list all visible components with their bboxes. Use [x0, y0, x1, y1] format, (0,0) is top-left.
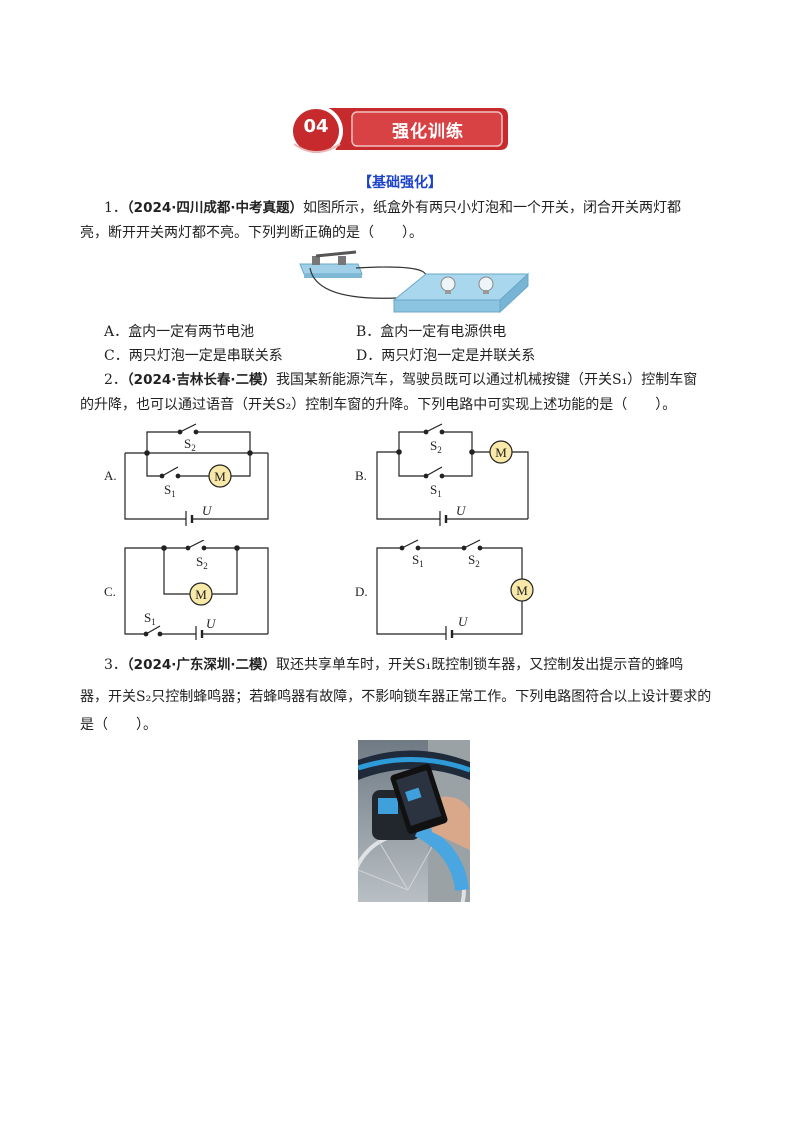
- circuit-a-motor-label: M: [214, 469, 226, 484]
- q1-source: （2024·四川成都·中考真题）: [126, 200, 304, 216]
- svg-text:S2: S2: [184, 436, 196, 453]
- circuit-d-s1-sub: 1: [419, 559, 424, 569]
- svg-text:S2: S2: [430, 438, 442, 455]
- q3-line1: 3．（2024·广东深圳·二模）取还共享单车时，开关S₁既控制锁车器，又控制发出…: [104, 654, 683, 676]
- bike-lock-photo: [358, 740, 470, 902]
- q3-number: 3．: [104, 657, 127, 673]
- q2-text1: 我国某新能源汽车，驾驶员既可以通过机械按键（开关S₁）控制车窗: [276, 372, 698, 388]
- circuit-d-motor-label: M: [516, 583, 528, 598]
- q1-option-c[interactable]: C．两只灯泡一定是串联关系: [104, 348, 283, 364]
- q1-option-a[interactable]: A．盒内一定有两节电池: [104, 324, 255, 340]
- circuit-d[interactable]: M S1 S2 U: [372, 536, 537, 640]
- circuit-b-s1: S: [430, 482, 437, 497]
- circuit-c-motor-label: M: [195, 587, 207, 602]
- banner-graphic: [289, 105, 508, 157]
- section-heading: 【基础强化】: [358, 175, 442, 191]
- circuit-d-s1: S: [412, 552, 419, 567]
- q1-number: 1．: [104, 200, 127, 216]
- circuit-d-voltage: U: [458, 614, 469, 629]
- banner-title: 强化训练: [392, 122, 464, 142]
- circuit-c-s2: S: [196, 554, 203, 569]
- circuit-c-s1: S: [144, 610, 151, 625]
- q1-line1: 1．（2024·四川成都·中考真题）如图所示，纸盒外有两只小灯泡和一个开关，闭合…: [104, 197, 681, 219]
- q3-source: （2024·广东深圳·二模）: [126, 657, 277, 673]
- section-banner: 04 强化训练: [286, 104, 510, 160]
- q1-figure: [296, 246, 532, 316]
- q2-line1: 2．（2024·吉林长春·二模）我国某新能源汽车，驾驶员既可以通过机械按键（开关…: [104, 369, 697, 391]
- q2-line2: 的升降，也可以通过语音（开关S₂）控制车窗的升降。下列电路中可实现上述功能的是（…: [80, 397, 677, 413]
- circuit-d-s2: S: [468, 552, 475, 567]
- q2-option-d-label[interactable]: D.: [355, 584, 368, 599]
- circuit-a-voltage: U: [202, 503, 213, 518]
- svg-text:S1: S1: [144, 610, 156, 627]
- q3-line3: 是（ ）。: [80, 717, 157, 733]
- q1-line2: 亮，断开开关两灯都不亮。下列判断正确的是（ ）。: [80, 225, 423, 241]
- q2-source: （2024·吉林长春·二模）: [126, 372, 277, 388]
- q1-option-b[interactable]: B．盒内一定有电源供电: [356, 324, 507, 340]
- q2-option-b-label[interactable]: B.: [355, 468, 367, 483]
- q3-line2: 器，开关S₂只控制蜂鸣器；若蜂鸣器有故障，不影响锁车器正常工作。下列电路图符合以…: [80, 689, 712, 705]
- circuit-b-s2-sub: 2: [437, 445, 442, 455]
- q3-text1: 取还共享单车时，开关S₁既控制锁车器，又控制发出提示音的蜂鸣: [276, 657, 684, 673]
- circuit-c-s2-sub: 2: [203, 561, 208, 571]
- svg-text:S1: S1: [412, 552, 424, 569]
- svg-text:S1: S1: [430, 482, 442, 499]
- circuit-c-s1-sub: 1: [151, 617, 156, 627]
- q1-option-d[interactable]: D．两只灯泡一定是并联关系: [356, 348, 536, 364]
- circuit-b-voltage: U: [456, 503, 467, 518]
- q2-option-a-label[interactable]: A.: [104, 468, 117, 483]
- circuit-b-motor-label: M: [495, 445, 507, 460]
- svg-text:S1: S1: [164, 482, 176, 499]
- circuit-b-s1-sub: 1: [437, 489, 442, 499]
- circuit-a-s1-sub: 1: [171, 489, 176, 499]
- svg-text:S2: S2: [468, 552, 480, 569]
- svg-text:S2: S2: [196, 554, 208, 571]
- q1-box-illustration: [299, 250, 530, 314]
- circuit-a-s2-sub: 2: [191, 443, 196, 453]
- q2-option-c-label[interactable]: C.: [104, 584, 116, 599]
- banner-number: 04: [303, 116, 329, 137]
- circuit-d-s2-sub: 2: [475, 559, 480, 569]
- circuit-a-s1: S: [164, 482, 171, 497]
- circuit-c[interactable]: M S2 S1 U: [120, 540, 275, 640]
- circuit-a-s2: S: [184, 436, 191, 451]
- circuit-b[interactable]: M S2 S1 U: [372, 418, 537, 526]
- q1-text1: 如图所示，纸盒外有两只小灯泡和一个开关，闭合开关两灯都: [303, 200, 682, 216]
- circuit-c-voltage: U: [206, 616, 217, 631]
- q2-number: 2．: [104, 372, 127, 388]
- circuit-a[interactable]: M S2 S1 U: [120, 418, 275, 526]
- circuit-b-s2: S: [430, 438, 437, 453]
